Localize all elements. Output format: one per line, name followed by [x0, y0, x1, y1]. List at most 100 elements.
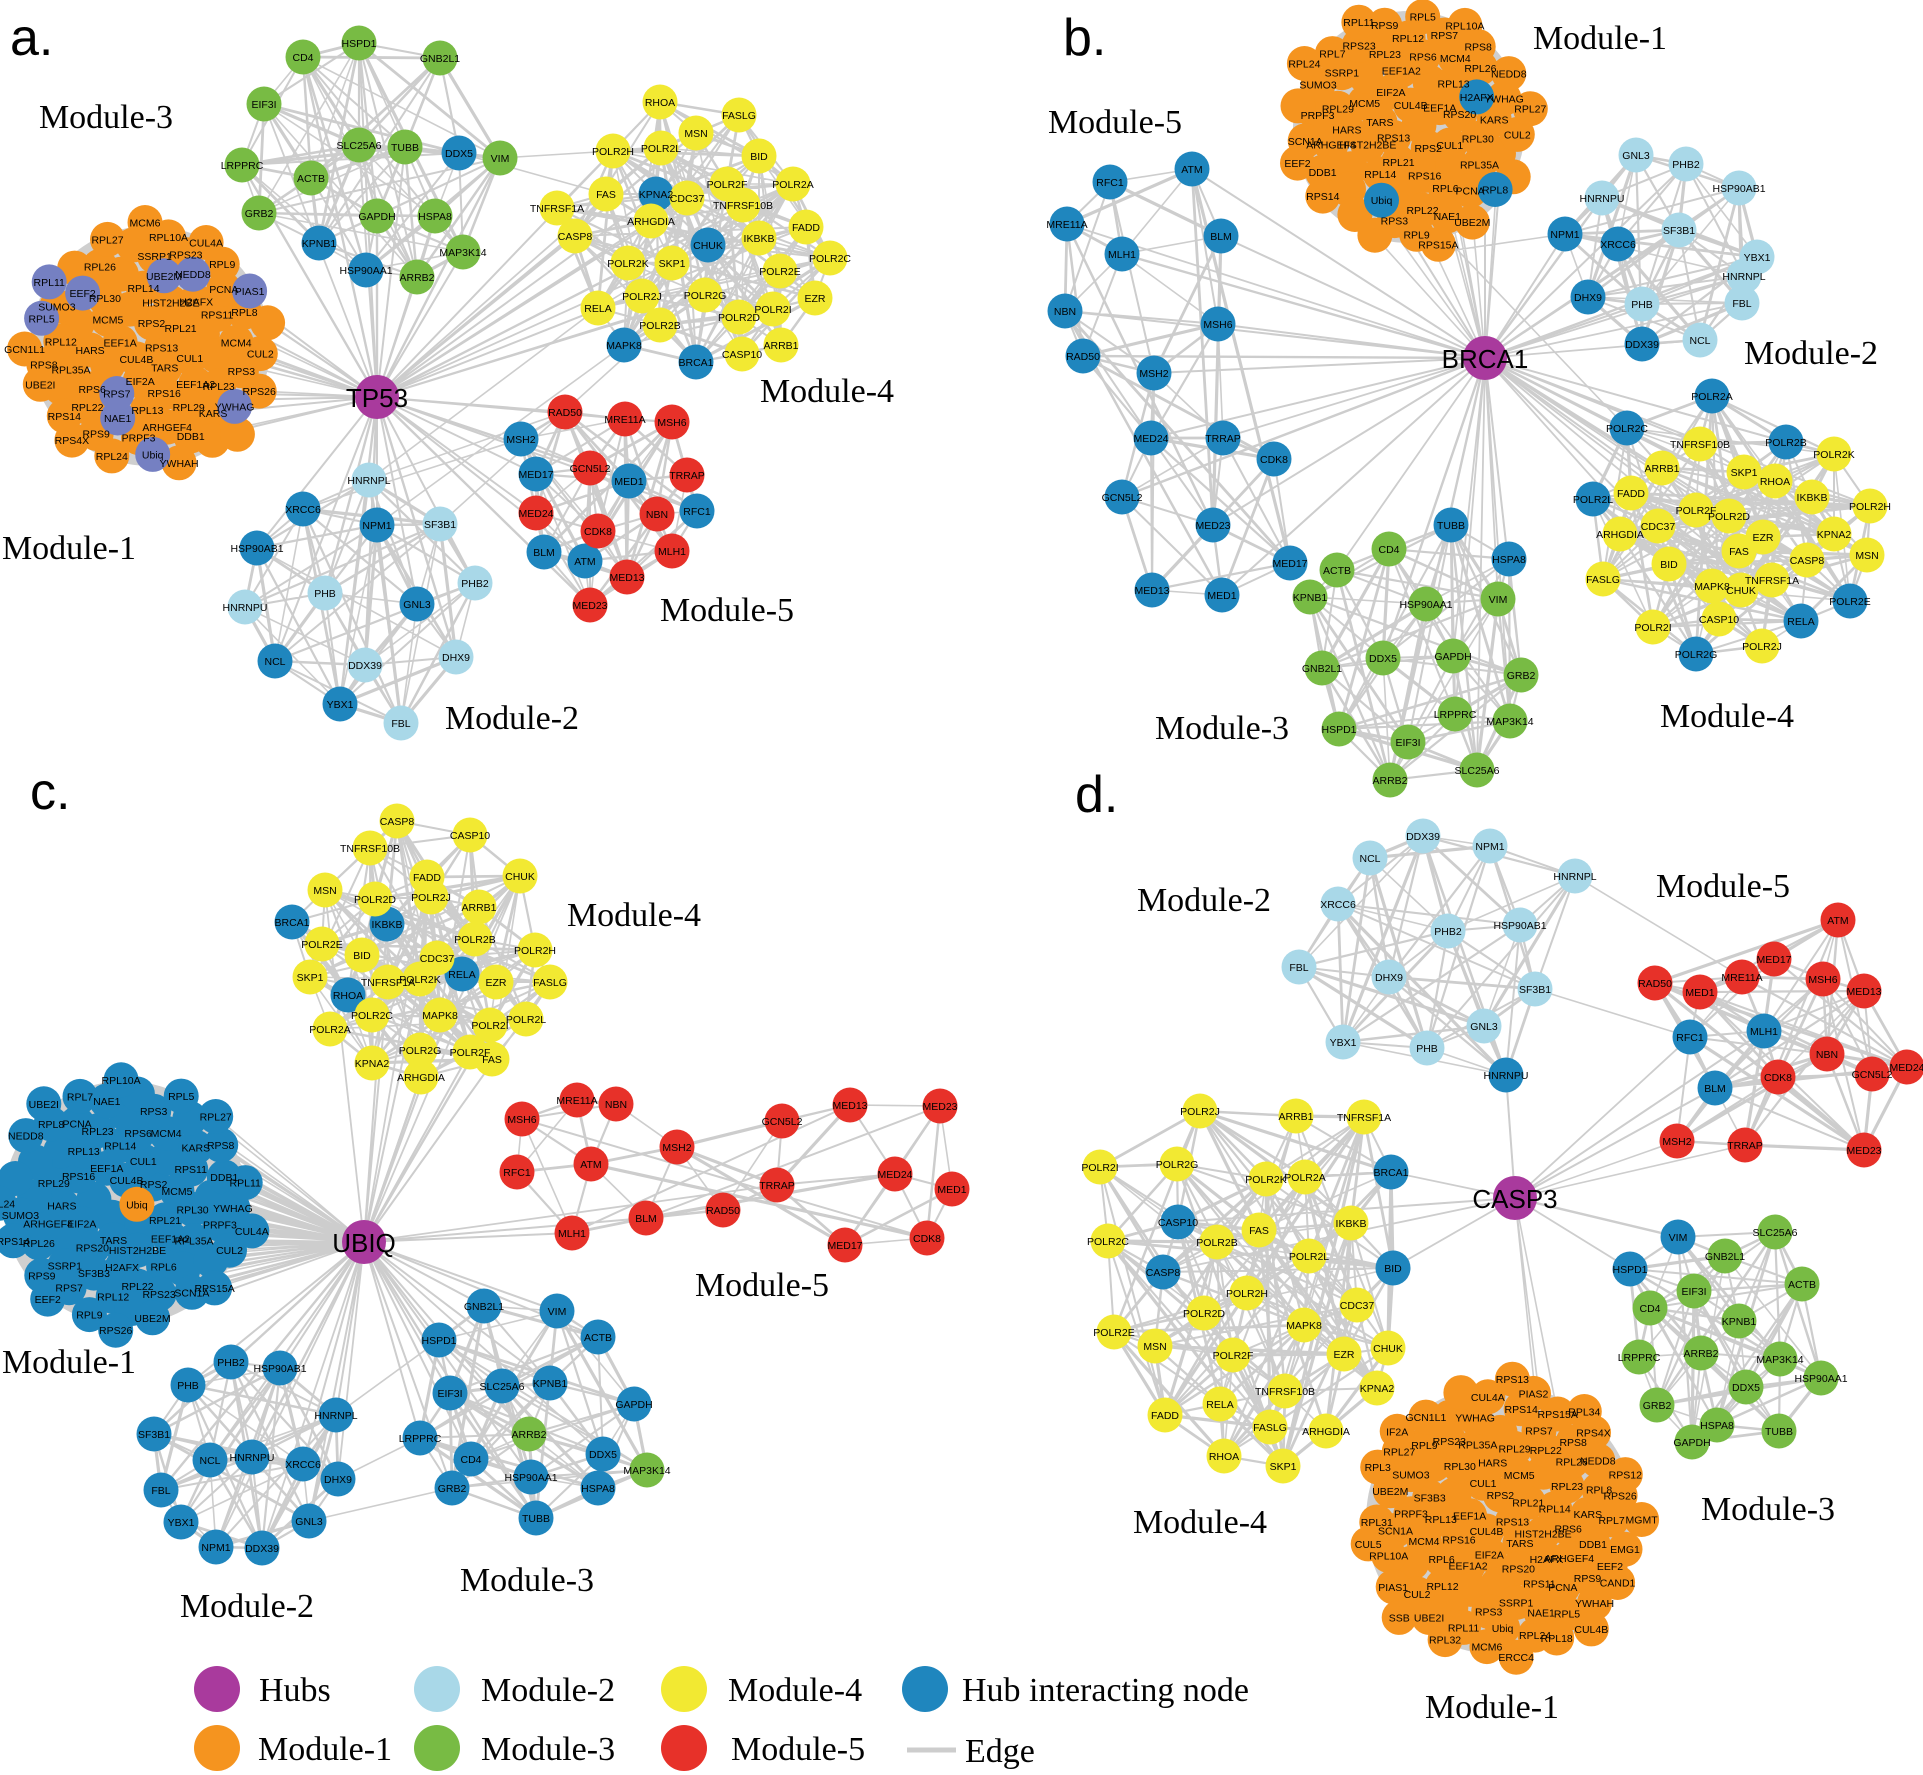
svg-text:HNRNPL: HNRNPL	[347, 475, 390, 487]
svg-text:CDC37: CDC37	[1641, 521, 1676, 533]
svg-text:PHB2: PHB2	[1672, 159, 1700, 171]
svg-text:Module-1: Module-1	[2, 530, 136, 567]
svg-text:MLH1: MLH1	[1750, 1026, 1778, 1038]
svg-text:ARRB1: ARRB1	[461, 902, 496, 914]
svg-text:SLC25A6: SLC25A6	[1455, 765, 1500, 777]
svg-text:RPL5: RPL5	[1410, 12, 1436, 24]
svg-text:XRCC6: XRCC6	[1320, 899, 1356, 911]
svg-text:BID: BID	[1384, 1263, 1402, 1275]
svg-text:HARS: HARS	[1478, 1457, 1507, 1469]
svg-text:RPL21: RPL21	[149, 1215, 181, 1227]
svg-text:DHX9: DHX9	[1574, 292, 1602, 304]
svg-text:RPL26: RPL26	[1464, 63, 1496, 75]
svg-text:Ubiq: Ubiq	[1371, 195, 1393, 207]
svg-text:RPL22: RPL22	[1406, 205, 1438, 217]
svg-text:SCN1A: SCN1A	[1378, 1525, 1413, 1537]
svg-text:KPNA2: KPNA2	[1817, 529, 1852, 541]
svg-text:RPL14: RPL14	[1364, 169, 1396, 181]
svg-text:GRB2: GRB2	[245, 208, 274, 220]
svg-text:VIM: VIM	[548, 1306, 567, 1318]
svg-text:LRPPRC: LRPPRC	[399, 1433, 442, 1445]
svg-text:MED24: MED24	[1889, 1062, 1923, 1074]
svg-text:RPS20: RPS20	[1443, 109, 1476, 121]
svg-text:MCM4: MCM4	[221, 337, 252, 349]
svg-text:MAPK8: MAPK8	[422, 1010, 458, 1022]
svg-text:CUL1: CUL1	[1436, 140, 1463, 152]
svg-text:MAPK8: MAPK8	[606, 340, 642, 352]
svg-text:NEDD8: NEDD8	[1580, 1456, 1616, 1468]
svg-text:Edge: Edge	[965, 1733, 1035, 1770]
svg-text:CASP8: CASP8	[1790, 555, 1825, 567]
svg-text:YWHAH: YWHAH	[1575, 1598, 1614, 1610]
svg-text:MCM4: MCM4	[1409, 1536, 1440, 1548]
svg-text:MED17: MED17	[518, 469, 553, 481]
svg-text:POLR2J: POLR2J	[1742, 641, 1782, 653]
svg-text:BLM: BLM	[1704, 1083, 1726, 1095]
svg-text:CUL4B: CUL4B	[1394, 100, 1428, 112]
svg-text:Module-2: Module-2	[180, 1588, 314, 1625]
svg-text:POLR2B: POLR2B	[1196, 1237, 1237, 1249]
svg-text:RPL29: RPL29	[38, 1178, 70, 1190]
svg-text:Hubs: Hubs	[259, 1672, 331, 1709]
svg-text:RPS2: RPS2	[138, 318, 166, 330]
svg-text:POLR2C: POLR2C	[1087, 1236, 1129, 1248]
svg-text:VIM: VIM	[1489, 594, 1508, 606]
svg-text:RPS14: RPS14	[48, 411, 81, 423]
svg-text:MLH1: MLH1	[558, 1228, 586, 1240]
svg-text:POLR2B: POLR2B	[454, 934, 495, 946]
svg-text:SUMO3: SUMO3	[2, 1210, 40, 1222]
svg-text:TNFRSF1A: TNFRSF1A	[530, 203, 584, 215]
svg-text:SUMO3: SUMO3	[38, 301, 76, 313]
svg-text:CUL5: CUL5	[1355, 1539, 1382, 1551]
svg-text:HARS: HARS	[1332, 125, 1361, 137]
svg-text:HNRNPL: HNRNPL	[314, 1410, 357, 1422]
svg-text:ARRB1: ARRB1	[763, 340, 798, 352]
svg-text:HNRNPL: HNRNPL	[1553, 871, 1596, 883]
svg-text:BLM: BLM	[533, 547, 555, 559]
svg-text:MAP3K14: MAP3K14	[1486, 716, 1533, 728]
svg-text:GAPDH: GAPDH	[358, 211, 395, 223]
svg-text:RPL9: RPL9	[1403, 229, 1429, 241]
svg-text:RPS26: RPS26	[99, 1325, 132, 1337]
svg-text:TARS: TARS	[1506, 1538, 1533, 1550]
svg-text:RFC1: RFC1	[503, 1167, 531, 1179]
svg-text:POLR2F: POLR2F	[1676, 505, 1717, 517]
svg-text:PHB: PHB	[1416, 1043, 1438, 1055]
svg-text:RPL9: RPL9	[76, 1310, 102, 1322]
svg-text:CD4: CD4	[1639, 1303, 1660, 1315]
svg-text:RPL27: RPL27	[1514, 104, 1546, 116]
svg-text:a.: a.	[10, 9, 53, 67]
svg-text:CHUK: CHUK	[505, 871, 535, 883]
svg-text:TRRAP: TRRAP	[1205, 433, 1241, 445]
svg-text:MED17: MED17	[1272, 558, 1307, 570]
svg-text:Module-3: Module-3	[39, 99, 173, 136]
svg-text:MCM5: MCM5	[162, 1186, 193, 1198]
svg-text:RPL8: RPL8	[1482, 185, 1508, 197]
svg-text:TARS: TARS	[1366, 117, 1393, 129]
svg-text:GAPDH: GAPDH	[1673, 1437, 1710, 1449]
svg-text:RPS14: RPS14	[1306, 191, 1339, 203]
svg-text:KPNA2: KPNA2	[355, 1058, 390, 1070]
svg-text:Module-2: Module-2	[1137, 882, 1271, 919]
svg-text:RFC1: RFC1	[1096, 177, 1124, 189]
svg-text:MAPK8: MAPK8	[1694, 581, 1730, 593]
svg-text:KPNB1: KPNB1	[1293, 592, 1328, 604]
svg-text:H2AFX: H2AFX	[179, 296, 213, 308]
svg-text:RPS15A: RPS15A	[1538, 1409, 1578, 1421]
svg-text:UBIQ: UBIQ	[332, 1228, 396, 1258]
svg-text:POLR2B: POLR2B	[639, 320, 680, 332]
svg-text:RPL11: RPL11	[1343, 17, 1374, 29]
svg-text:RPS26: RPS26	[243, 386, 276, 398]
svg-text:BID: BID	[750, 151, 768, 163]
svg-text:POLR2K: POLR2K	[1245, 1174, 1286, 1186]
svg-text:CASP8: CASP8	[558, 231, 593, 243]
svg-text:RPL5: RPL5	[1554, 1609, 1580, 1621]
svg-text:FASLG: FASLG	[533, 977, 567, 989]
svg-text:MSH6: MSH6	[657, 417, 686, 429]
svg-text:ARHGDIA: ARHGDIA	[627, 216, 675, 228]
svg-text:RPL5: RPL5	[28, 313, 54, 325]
svg-text:RPS15A: RPS15A	[1418, 239, 1458, 251]
svg-text:TP53: TP53	[346, 383, 408, 413]
svg-text:Module-1: Module-1	[2, 1344, 136, 1381]
svg-text:H2AFX: H2AFX	[105, 1262, 139, 1274]
